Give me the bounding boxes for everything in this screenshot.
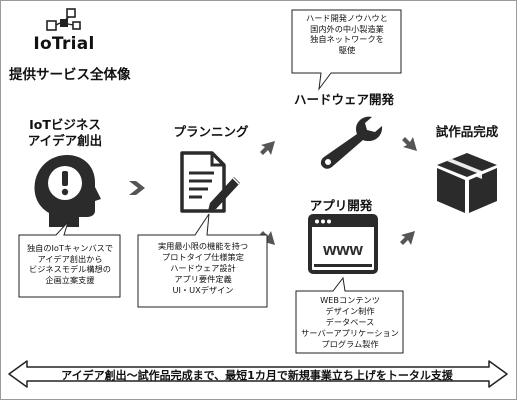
- brand-logo-text: IoTrial: [33, 34, 95, 54]
- app-callout-bubble: [295, 277, 404, 354]
- callout-line: デザイン制作: [325, 306, 375, 316]
- idea-callout-bubble: [18, 221, 121, 298]
- idea-callout: 独自のIoTキャンバスで アイデア創出から ビジネスモデル構想の 企画立案支援: [20, 243, 120, 285]
- callout-line: 実用最小限の機能を持つ: [157, 241, 249, 251]
- callout-line: UI・UXデザイン: [172, 285, 234, 295]
- stage-hardware-title: ハードウェア開発: [293, 92, 394, 107]
- stage-idea-title: IoTビジネス アイデア創出: [13, 117, 117, 149]
- browser-www-icon: www: [308, 214, 378, 274]
- document-pen-icon: [180, 151, 240, 213]
- callout-line: データベース: [325, 317, 375, 327]
- arrow-right-icon: [129, 181, 145, 195]
- head-exclamation-icon: [34, 155, 101, 227]
- box-icon: [437, 153, 497, 213]
- stage-app-title: アプリ開発: [309, 198, 373, 213]
- planning-callout: 実用最小限の機能を持つ プロトタイプ仕様策定 ハードウェア設計 アプリ要件定義 …: [139, 241, 267, 296]
- callout-line: アプリ要件定義: [174, 274, 232, 284]
- stage-planning-title: プランニング: [173, 124, 249, 139]
- callout-line: WEBコンテンツ: [320, 295, 380, 305]
- callout-line: アイデア創出から: [37, 253, 103, 264]
- stage-idea-title-line: IoTビジネス: [29, 117, 101, 132]
- iot-logo-icon: [46, 8, 81, 31]
- app-callout: WEBコンテンツ デザイン制作 データベース サーバーアプリケーション プログラ…: [297, 295, 403, 350]
- callout-line: 企画立案支援: [45, 274, 95, 285]
- page-subtitle: 提供サービス全体像: [9, 67, 131, 83]
- callout-line: ハードウェア設計: [170, 263, 236, 273]
- arrow-up-right-icon: [260, 141, 275, 155]
- callout-line: サーバーアプリケーション: [301, 328, 399, 338]
- callout-line: 独自ネットワークを: [310, 34, 384, 45]
- arrow-down-right-icon: [402, 137, 417, 151]
- hardware-callout-bubble: [291, 9, 402, 91]
- www-label: www: [322, 240, 363, 259]
- hardware-callout: ハード開発ノウハウと 国内外の中小製造業 独自ネットワークを 駆使: [293, 13, 401, 55]
- callout-line: プログラム製作: [321, 339, 379, 349]
- bottom-banner-arrow: [8, 360, 508, 388]
- callout-line: ビジネスモデル構想の: [29, 264, 111, 275]
- stage-idea-title-line: アイデア創出: [27, 133, 103, 148]
- arrow-up-right-icon: [400, 231, 415, 245]
- callout-line: プロトタイプ仕様策定: [162, 252, 244, 262]
- callout-line: 独自のIoTキャンバスで: [26, 243, 114, 253]
- stage-prototype-title: 試作品完成: [435, 124, 499, 139]
- bottom-banner-text: アイデア創出～試作品完成まで、最短1カ月で新規事業立ち上げをトータル支援: [61, 369, 453, 382]
- callout-line: 国内外の中小製造業: [310, 23, 384, 34]
- callout-line: ハード開発ノウハウと: [306, 13, 388, 23]
- wrench-icon: [320, 116, 383, 169]
- planning-callout-bubble: [137, 213, 268, 308]
- callout-line: 駆使: [338, 44, 356, 55]
